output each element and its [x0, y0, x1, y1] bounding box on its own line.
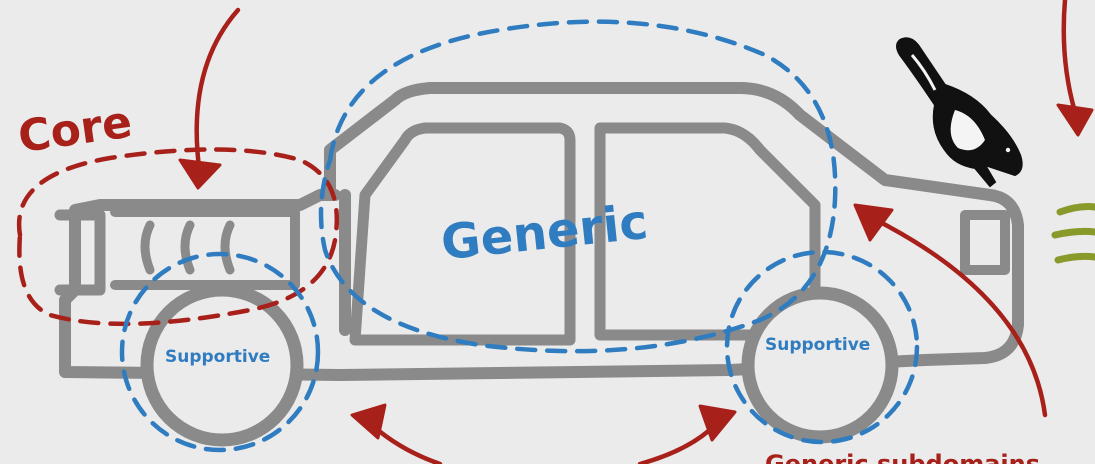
car-rear-light: [960, 210, 1010, 275]
supportive-right-region: Supportive: [724, 249, 920, 445]
car-front-wheel: [140, 283, 304, 447]
long-right-arrowhead-icon: [853, 203, 894, 242]
bottom-left-arrow-icon: [369, 422, 443, 464]
car-bumper-stub: [54, 209, 106, 296]
bottom-right-arrowhead-icon: [698, 404, 737, 442]
generic-subdomains-caption: Generic subdomains: [765, 450, 1040, 464]
car-grille-slat-1: [140, 220, 155, 275]
bottom-right-arrow-icon: [637, 422, 718, 464]
car-grille-slat-2: [180, 220, 195, 275]
car-rear-wheel: [741, 286, 899, 444]
long-right-arrow-icon: [877, 219, 1048, 418]
core-label: Core: [15, 97, 135, 163]
supportive-right-dashed-boundary: [724, 249, 920, 445]
core-arrowhead-icon: [178, 158, 222, 190]
bottom-left-arrowhead-icon: [350, 403, 387, 440]
supportive-left-dashed-boundary: [119, 251, 321, 453]
vehicle-icon: [54, 82, 1024, 447]
car-grille: [110, 207, 300, 290]
core-dashed-boundary: [16, 147, 340, 327]
generic-region: Generic: [318, 19, 838, 354]
motion-lines-icon: [1051, 203, 1095, 264]
generic-label: Generic: [438, 194, 650, 271]
car-grille-slat-3: [220, 220, 235, 275]
subdomain-arrows: [350, 0, 1094, 464]
core-arrow-icon: [194, 7, 241, 178]
supportive-left-label: Supportive: [165, 347, 270, 367]
top-right-arrow-icon: [1061, 0, 1078, 115]
car-cabin-outline: [324, 82, 1024, 366]
core-region: Core: [15, 7, 340, 327]
car-front-door: [349, 122, 576, 346]
supportive-left-region: Supportive: [119, 251, 321, 453]
generic-dashed-boundary: [318, 19, 838, 354]
top-right-arrowhead-icon: [1056, 103, 1094, 137]
magpie-bird-icon: [896, 37, 1023, 188]
supportive-right-label: Supportive: [765, 335, 870, 355]
